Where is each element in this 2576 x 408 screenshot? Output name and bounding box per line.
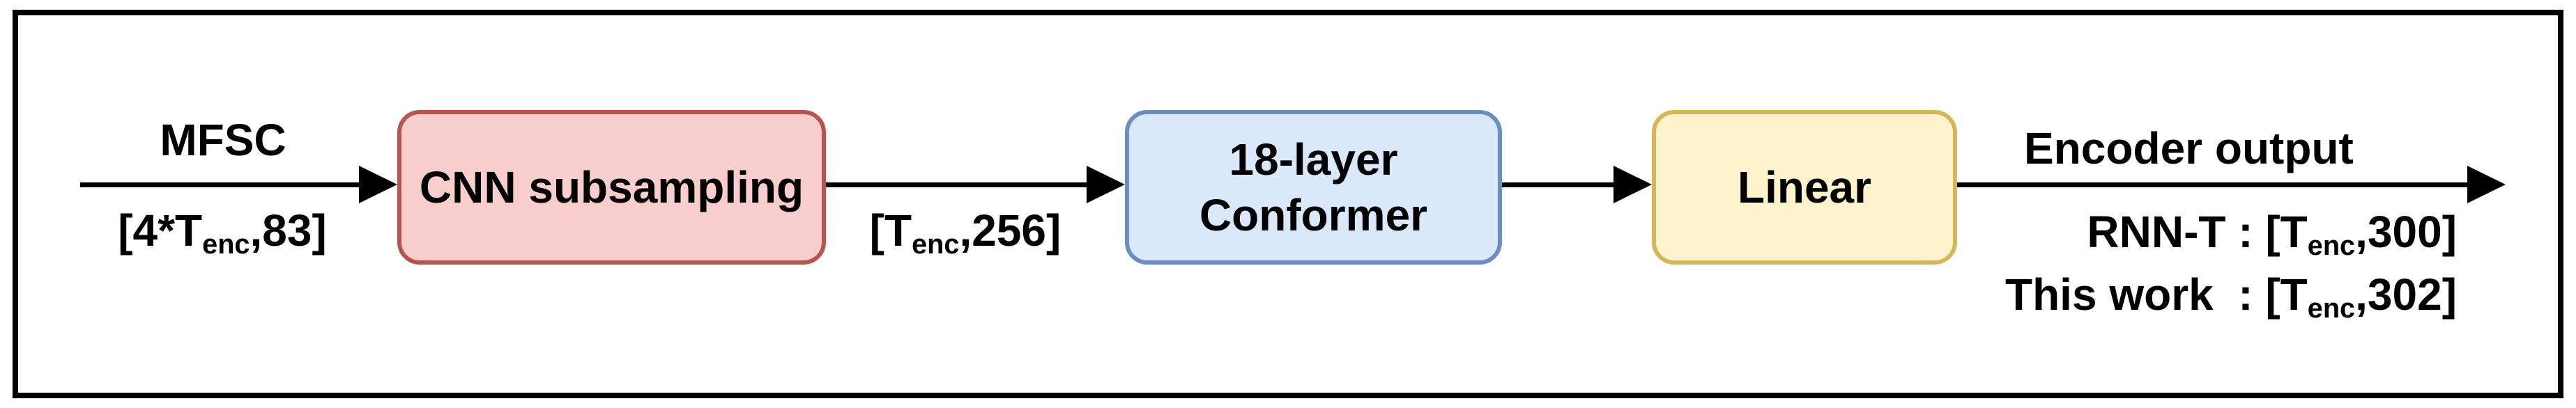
linear-box: Linear bbox=[1652, 110, 1957, 265]
rnnt-shape-pre: [T bbox=[2265, 207, 2308, 257]
input-shape-pre: [4*T bbox=[118, 205, 203, 256]
subsampled-shape-post: ,256] bbox=[959, 205, 1061, 256]
input-arrow bbox=[80, 166, 397, 203]
conformer-to-linear-arrowhead-icon bbox=[1613, 166, 1652, 203]
thiswork-output-shape-label: This work : [Tenc,302] bbox=[2004, 269, 2457, 322]
output-arrow-line bbox=[1957, 182, 2467, 187]
cnn-subsampling-box: CNN subsampling bbox=[397, 110, 826, 265]
cnn-to-conformer-arrowhead-icon bbox=[1087, 166, 1125, 203]
cnn-to-conformer-arrow-line bbox=[826, 182, 1087, 187]
conformer-to-linear-arrow-line bbox=[1502, 182, 1613, 187]
conformer-to-linear-arrow bbox=[1502, 166, 1652, 203]
linear-label: Linear bbox=[1737, 162, 1872, 212]
rnnt-output-shape-label: RNN-T : [Tenc,300] bbox=[2087, 207, 2457, 260]
subsampled-shape-subscript: enc bbox=[912, 229, 960, 260]
rnnt-shape-post: ,300] bbox=[2355, 207, 2457, 257]
output-name-label: Encoder output bbox=[2024, 123, 2354, 173]
input-arrow-line bbox=[80, 182, 359, 187]
subsampled-shape-pre: [T bbox=[869, 205, 912, 256]
input-arrowhead-icon bbox=[359, 166, 397, 203]
thiswork-colon: : bbox=[2213, 269, 2266, 320]
thiswork-name: This work bbox=[2004, 269, 2214, 320]
conformer-label-line1: 18-layer bbox=[1229, 134, 1398, 185]
cnn-to-conformer-arrow bbox=[826, 166, 1125, 203]
conformer-box: 18-layer Conformer bbox=[1125, 110, 1502, 265]
input-shape-label: [4*Tenc,83] bbox=[83, 205, 362, 258]
thiswork-shape-subscript: enc bbox=[2307, 293, 2356, 324]
subsampled-shape-label: [Tenc,256] bbox=[826, 205, 1105, 258]
cnn-subsampling-label: CNN subsampling bbox=[419, 162, 804, 212]
thiswork-shape-pre: [T bbox=[2265, 269, 2308, 320]
thiswork-shape-post: ,302] bbox=[2355, 269, 2457, 320]
input-shape-post: ,83] bbox=[250, 205, 327, 256]
input-shape-subscript: enc bbox=[202, 229, 250, 260]
rnnt-shape-subscript: enc bbox=[2307, 230, 2356, 262]
output-arrow bbox=[1957, 166, 2506, 203]
rnnt-colon: : bbox=[2225, 207, 2266, 257]
conformer-label-line2: Conformer bbox=[1199, 190, 1428, 240]
input-name-label: MFSC bbox=[160, 115, 286, 165]
rnnt-name: RNN-T bbox=[2087, 207, 2226, 257]
output-arrowhead-icon bbox=[2467, 166, 2506, 203]
